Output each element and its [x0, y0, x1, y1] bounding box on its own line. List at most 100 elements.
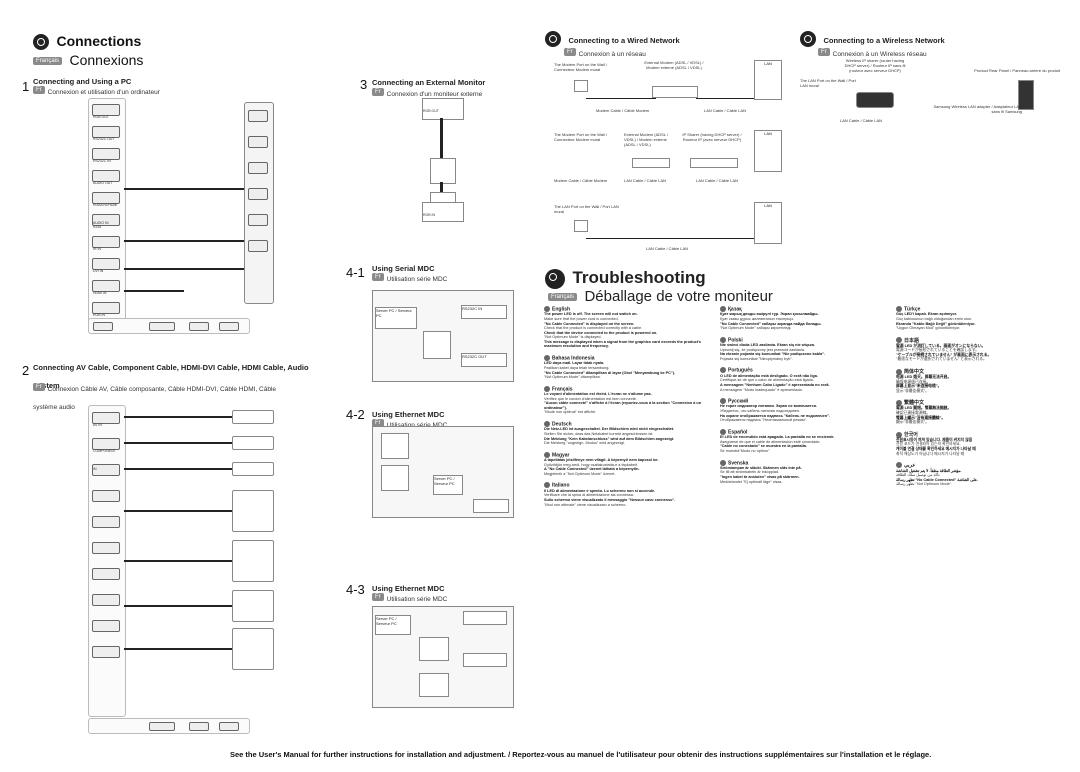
- troubleshooting-line: 전원표시등이 꺼져 있습니다. 제품이 켜지지 않음: [896, 437, 973, 442]
- av-step-number: 2: [22, 363, 30, 378]
- connections-fr-header: Français Connexions: [33, 52, 143, 70]
- port-component-in[interactable]: COMPONENT IN: [92, 438, 120, 471]
- port-rs232-out[interactable]: RS232C OUT: [92, 126, 120, 141]
- troubleshooting-line: مؤشر الطاقة مطفأ. لا يتم تشغيل الشاشة.: [896, 468, 962, 473]
- port-audio-out[interactable]: [92, 464, 120, 476]
- wired-diagram-2: The Modem Port on the Wall / Connecteur …: [554, 128, 794, 188]
- port-audio-out[interactable]: AUDIO OUT: [92, 170, 120, 185]
- language-name: 한국어: [896, 431, 1066, 438]
- language-name: Português: [720, 367, 890, 374]
- port-rgb[interactable]: [92, 516, 120, 528]
- language-name: Deutsch: [544, 421, 714, 427]
- port-hdmi[interactable]: [92, 620, 120, 632]
- av-section-title: Connecting AV Cable, Component Cable, HD…: [33, 363, 309, 390]
- troubleshooting-line: Pojawia się komunikat "Nieoptymalny tryb…: [720, 356, 793, 361]
- troubleshooting-line: Pastikan kabel daya telah tersambung.: [544, 366, 610, 370]
- lan-port-panel: LAN: [754, 60, 782, 100]
- av-device: [232, 540, 274, 582]
- troubleshooting-line: 螢幕上顯示"沒有連接纜線"。: [896, 415, 946, 420]
- rs232-out-label: RS232C OUT: [461, 353, 507, 367]
- port-dvi-in[interactable]: DVI IN: [92, 258, 120, 273]
- flag-icon: [544, 385, 550, 392]
- troubleshooting-line: Убедитесь, что кабель питания подсоедине…: [720, 409, 801, 414]
- port-rgb-dvi-audio-in[interactable]: RGB/DVI/HDMI AUDIO IN: [92, 192, 120, 225]
- rs232-in-label: RS232C IN: [461, 305, 507, 319]
- lan-cable: [696, 98, 754, 99]
- port-rgb-in[interactable]: [92, 646, 120, 658]
- language-name: English: [544, 306, 714, 312]
- port-av-in[interactable]: AV IN: [92, 412, 120, 427]
- troubleshooting-language-block: 日本語電源 LED が消灯している。画面がオンにならない。電源コードが接続されて…: [896, 337, 1066, 362]
- pc-port: [248, 214, 268, 226]
- port-ir-in[interactable]: IR IN: [92, 236, 120, 251]
- monitor-cable: [440, 182, 443, 192]
- flag-icon: [896, 368, 902, 375]
- server-pc: Server PC / Serveur PC: [375, 307, 417, 329]
- port-connector[interactable]: [189, 722, 209, 731]
- monitor-port-bottom: RGB IN: [422, 202, 464, 222]
- wireless-diagram: Wireless IP sharer (router having DHCP s…: [800, 58, 1060, 123]
- server-pc: Server PC / Serveur PC: [375, 615, 411, 635]
- port-dvi[interactable]: [92, 594, 120, 606]
- port-hdmi-in[interactable]: HDMI IN: [92, 280, 120, 295]
- troubleshooting-line: Make sure that the power cord is connect…: [544, 316, 619, 321]
- port-rgb-in[interactable]: RGB IN: [92, 302, 120, 317]
- troubleshooting-line: Check that the product is connected corr…: [544, 326, 643, 331]
- pc-device-ports: [248, 110, 268, 266]
- av-device: [232, 462, 274, 476]
- port-connector[interactable]: [149, 322, 175, 331]
- av-device: [232, 410, 274, 424]
- troubleshooting-line: "最適なモードが選択されていません" と表示される。: [896, 357, 987, 362]
- troubleshooting-line: Stellen Sie sicher, dass das Netzkabel k…: [544, 432, 654, 436]
- port-audio-in[interactable]: [92, 490, 120, 502]
- port-connector[interactable]: [189, 322, 209, 331]
- troubleshooting-line: "Mode non optimal" est affiché.: [544, 410, 597, 415]
- monitor-step-number: 3: [360, 77, 368, 92]
- monitor-port-top: RGB OUT: [422, 98, 464, 120]
- port-rs232-in[interactable]: RS232C IN: [92, 148, 120, 163]
- port-ir[interactable]: [92, 568, 120, 580]
- monitor-cable: [440, 118, 443, 158]
- troubleshooting-line: Die Meldung "ungeeign. Modus" wird angez…: [544, 441, 625, 446]
- mdc-serial-diagram: Server PC / Serveur PC RS232C IN RS232C …: [372, 290, 514, 382]
- troubleshooting-line: 電源コードが接続されていることを確認します。: [896, 348, 980, 353]
- troubleshooting-line: 전원 코드가 연결되어 있는지 확인하세요.: [896, 442, 961, 447]
- port-connector[interactable]: [93, 322, 113, 331]
- port-rgb-out[interactable]: RGB OUT: [92, 104, 120, 119]
- lan-cable: [586, 238, 754, 239]
- port-lan[interactable]: [92, 542, 120, 554]
- flag-icon: [720, 428, 726, 435]
- lang-badge: Français: [33, 56, 63, 65]
- port-connector[interactable]: [219, 722, 239, 731]
- troubleshooting-line: 최적 해상도가 아닙니다 메시지가 나타날 때: [896, 451, 965, 456]
- flag-icon: [720, 306, 726, 312]
- mdc-eth-step-number: 4-2: [346, 407, 365, 422]
- flag-icon: [720, 398, 726, 405]
- lang-badge: Fr: [372, 418, 384, 427]
- flag-icon: [720, 336, 726, 343]
- display-unit: [381, 465, 409, 491]
- language-name: Italiano: [544, 482, 714, 489]
- flag-icon: [896, 337, 902, 344]
- language-name: 简体中文: [896, 368, 1066, 375]
- troubleshooting-line: Не горит индикатор питания. Экран не вкл…: [720, 404, 817, 409]
- troubleshooting-fr: Français Déballage de votre moniteur: [548, 288, 773, 306]
- troubleshooting-line: Megjelenik a "Not Optimum Mode" üzenet.: [544, 471, 616, 476]
- mdc-eth2-title: Using Ethernet MDC: [372, 584, 445, 593]
- port-connector[interactable]: [149, 722, 175, 731]
- troubleshooting-line: Le voyant d'alimentation est éteint. L'é…: [544, 392, 652, 397]
- port-connector[interactable]: [219, 322, 239, 331]
- monitor-connector: [430, 158, 456, 184]
- flag-icon: [544, 355, 550, 362]
- port-lan[interactable]: RJ45: [92, 214, 120, 229]
